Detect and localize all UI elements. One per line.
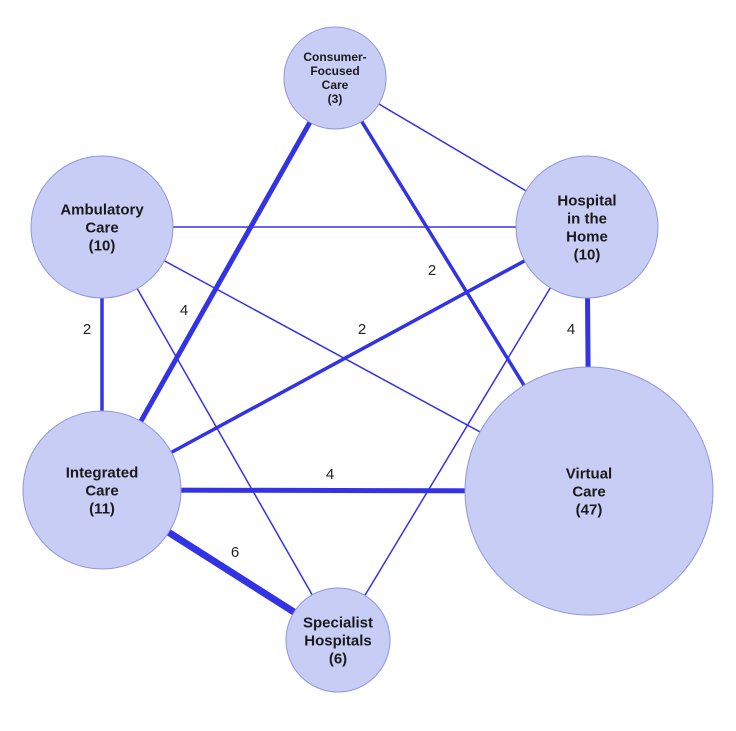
node-circle-specialist <box>285 587 391 693</box>
node-label-line: Integrated <box>66 464 139 481</box>
edge-weight-label-integrated-specialist: 6 <box>231 544 239 561</box>
edge-ambulatory-specialist <box>101 226 339 641</box>
node-label-line: (3) <box>328 92 343 106</box>
node-label-line: Care <box>85 219 118 236</box>
node-label-line: Care <box>572 483 605 500</box>
node-circle-hospital-home <box>515 155 659 299</box>
edge-weight-label-hospital-home-integrated: 2 <box>358 321 366 338</box>
node-label-line: Home <box>566 228 608 245</box>
node-label-line: (11) <box>89 500 115 517</box>
edge-hospital-home-integrated <box>101 225 588 492</box>
node-label-line: Care <box>322 78 349 92</box>
edge-weight-label-integrated-virtual: 4 <box>326 466 334 483</box>
edge-labels-layer: 4 2 2 2 4 4 6 <box>83 262 575 561</box>
node-circle-consumer <box>283 26 387 130</box>
node-circle-ambulatory <box>30 155 174 299</box>
node-label-line: (6) <box>329 650 347 667</box>
node-label-line: Hospitals <box>304 632 372 649</box>
edge-weight-label-consumer-virtual: 2 <box>428 262 436 279</box>
node-label-line: Consumer- <box>303 50 366 64</box>
node-label-line: Specialist <box>303 614 373 631</box>
node-label-line: Focused <box>310 64 359 78</box>
edge-weight-label-hospital-home-virtual: 4 <box>567 321 575 338</box>
node-label-line: Virtual <box>566 465 612 482</box>
node-label-line: Ambulatory <box>60 201 144 218</box>
node-label-line: (10) <box>89 237 116 254</box>
node-circle-virtual <box>464 366 714 616</box>
edge-hospital-home-specialist <box>337 226 588 641</box>
edge-weight-label-consumer-integrated: 4 <box>180 302 188 319</box>
edge-weight-label-ambulatory-integrated: 2 <box>83 321 91 338</box>
node-label-line: Care <box>85 482 118 499</box>
node-label-line: (47) <box>576 501 603 518</box>
node-circle-integrated <box>22 410 182 570</box>
node-label-line: (10) <box>574 246 601 263</box>
node-label-line: Hospital <box>557 192 616 209</box>
node-label-line: in the <box>567 210 607 227</box>
